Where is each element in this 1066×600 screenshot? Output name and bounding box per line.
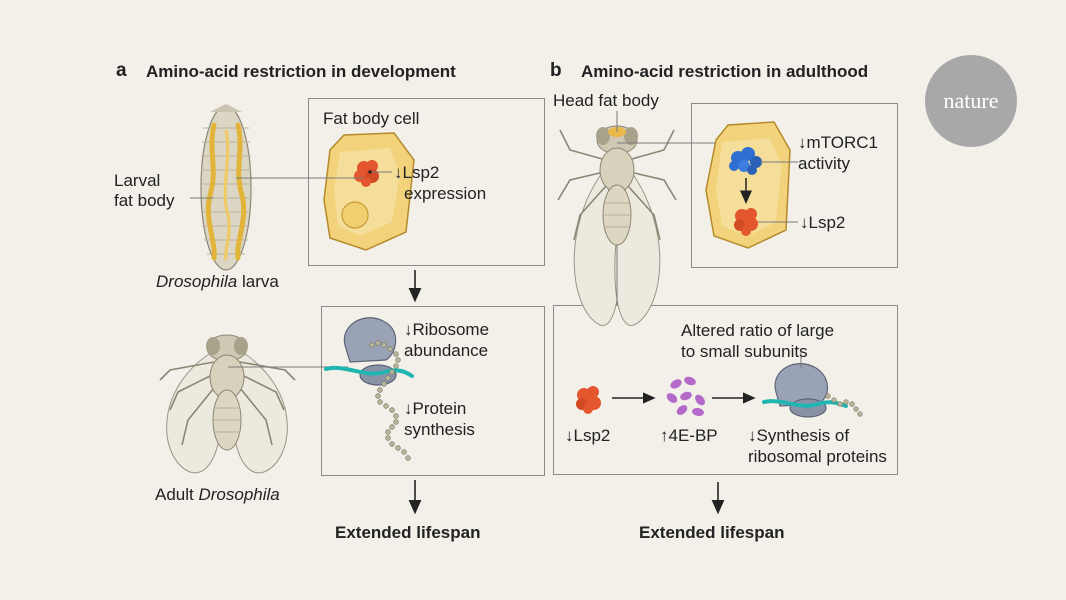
larval-fat-body-label-line2: fat body	[114, 191, 175, 210]
ribosome-abundance-line1: ↓Ribosome	[404, 320, 490, 339]
larva-illustration	[200, 104, 252, 271]
mtorc1-line1: ↓mTORC1	[798, 133, 878, 152]
ribosome-abundance-line2: abundance	[404, 341, 489, 360]
adult-caption-plain: Adult	[155, 485, 199, 504]
nature-logo: nature	[925, 55, 1017, 147]
protein-synthesis-line1: ↓Protein	[404, 399, 467, 418]
logo-text: nature	[943, 88, 999, 113]
lsp2-icon-b2	[576, 386, 601, 414]
ratio-line2: to small subunits	[681, 342, 808, 361]
lsp2-cluster-a	[354, 160, 379, 187]
adult-fly-a	[159, 334, 296, 474]
outcome-a: Extended lifespan	[335, 523, 481, 542]
lsp2-label-b1: ↓Lsp2	[800, 213, 846, 232]
ribosome-b	[762, 363, 863, 418]
protein-synthesis-line2: synthesis	[404, 420, 475, 439]
outcome-b: Extended lifespan	[639, 523, 785, 542]
four-e-bp-label: ↑4E-BP	[660, 426, 718, 445]
head-fat-body-label: Head fat body	[553, 91, 659, 110]
adult-fly-b	[557, 125, 677, 326]
larva-caption-italic: Drosophila	[156, 272, 238, 291]
four-e-bp-icon	[666, 376, 705, 417]
adult-caption-italic: Drosophila	[198, 485, 280, 504]
larval-fat-body-label-line1: Larval	[114, 171, 161, 190]
ratio-line1: Altered ratio of large	[681, 321, 835, 340]
fat-body-cell-title: Fat body cell	[323, 109, 420, 128]
lsp2-expression-line2: expression	[404, 184, 487, 203]
mechanism-box	[553, 305, 898, 475]
synthesis-line2: ribosomal proteins	[748, 447, 887, 466]
mtorc1-cluster	[729, 147, 762, 175]
mtorc1-line2: activity	[798, 154, 850, 173]
fat-body-cell	[323, 132, 415, 251]
larva-caption: Drosophila larva	[156, 271, 279, 293]
lsp2-expression-line1: ↓Lsp2	[394, 163, 440, 182]
adult-caption: Adult Drosophila	[155, 484, 280, 506]
panel-b-title: Amino-acid restriction in adulthood	[581, 62, 869, 81]
lsp2-cluster-b	[734, 208, 758, 236]
larva-caption-rest: larva	[237, 272, 279, 291]
panel-a-letter: a	[116, 60, 127, 81]
ribosome-a	[324, 317, 414, 461]
lsp2-label-b2: ↓Lsp2	[565, 426, 611, 445]
synthesis-line1: ↓Synthesis of	[748, 426, 850, 445]
head-fat-cell	[705, 121, 791, 249]
panel-b-letter: b	[550, 60, 562, 81]
panel-a-title: Amino-acid restriction in development	[146, 62, 456, 81]
